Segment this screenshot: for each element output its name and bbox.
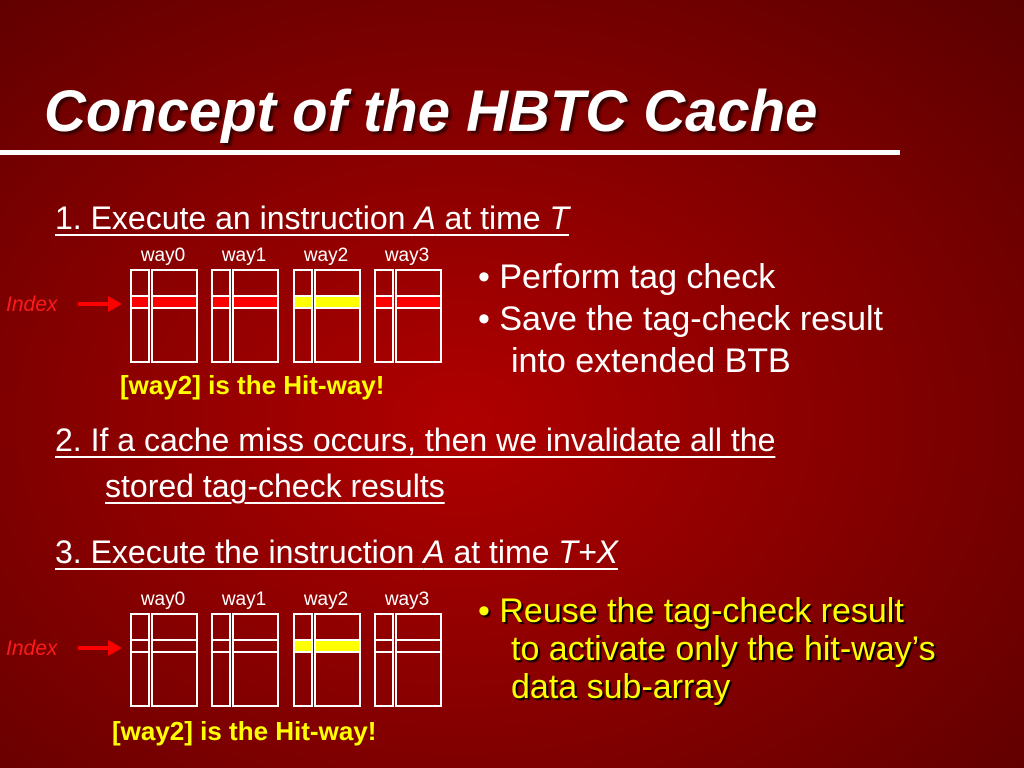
hit-way-label-1: [way2] is the Hit-way! bbox=[120, 370, 385, 400]
title-underline bbox=[0, 150, 900, 155]
tag-array bbox=[130, 269, 150, 363]
slide-title: Concept of the HBTC Cache bbox=[44, 79, 818, 144]
data-row-highlight bbox=[315, 296, 360, 308]
bullet-item: • Save the tag-check result bbox=[478, 300, 884, 338]
data-array bbox=[151, 269, 198, 363]
step-1-var: A bbox=[414, 200, 436, 236]
cache-diagram-2: Index way0 way1 way2 way3 bbox=[6, 589, 442, 707]
way-label: way1 bbox=[221, 589, 266, 610]
way-label: way2 bbox=[303, 589, 348, 610]
bullet-item: • Reuse the tag-check result bbox=[478, 592, 904, 630]
data-array bbox=[395, 269, 442, 363]
bullet-continuation: to activate only the hit-way’s bbox=[511, 630, 936, 668]
data-array bbox=[232, 269, 279, 363]
tag-row-highlight bbox=[212, 296, 230, 308]
data-array bbox=[314, 269, 361, 363]
step-3-prefix: 3. Execute the instruction bbox=[55, 534, 424, 570]
bullet-item: • Perform tag check bbox=[478, 258, 776, 296]
tag-row-highlight bbox=[294, 296, 312, 308]
step-3-time: T+X bbox=[558, 534, 618, 570]
bullet-continuation: into extended BTB bbox=[511, 342, 791, 380]
step-1-mid: at time bbox=[435, 200, 550, 236]
tag-row-highlight bbox=[375, 296, 393, 308]
index-arrow-head bbox=[108, 296, 122, 312]
tag-array bbox=[374, 269, 394, 363]
way-label: way0 bbox=[140, 589, 185, 610]
data-array bbox=[232, 613, 279, 707]
step-1-prefix: 1. Execute an instruction bbox=[55, 200, 415, 236]
tag-array bbox=[293, 269, 313, 363]
tag-row-highlight bbox=[131, 296, 149, 308]
step-2-line-2: stored tag-check results bbox=[105, 468, 445, 504]
way-label: way0 bbox=[140, 245, 185, 266]
tag-array bbox=[374, 613, 394, 707]
bullet-continuation: data sub-array bbox=[511, 668, 731, 706]
tag-array bbox=[130, 613, 150, 707]
cache-diagram-1: Index way0 way1 way2 way3 bbox=[6, 245, 442, 363]
data-array bbox=[314, 613, 361, 707]
tag-array bbox=[211, 613, 231, 707]
bullet-dot: • bbox=[478, 258, 500, 296]
step-3-var: A bbox=[423, 534, 445, 570]
way-label: way1 bbox=[221, 245, 266, 266]
step-2-line-1: 2. If a cache miss occurs, then we inval… bbox=[55, 422, 776, 458]
bullet-dot: • bbox=[478, 592, 500, 630]
way-label: way3 bbox=[384, 245, 429, 266]
hit-way-label-2: [way2] is the Hit-way! bbox=[112, 716, 377, 746]
step-3-heading: 3. Execute the instruction A at time T+X bbox=[55, 534, 618, 571]
step-1-time: T bbox=[549, 200, 570, 236]
data-array bbox=[151, 613, 198, 707]
bullet-dot: • bbox=[478, 300, 500, 338]
step-1-heading: 1. Execute an instruction A at time T bbox=[55, 200, 569, 237]
data-array bbox=[395, 613, 442, 707]
index-label: Index bbox=[6, 293, 59, 316]
tag-row-highlight bbox=[294, 640, 312, 652]
index-arrow-head bbox=[108, 640, 122, 656]
way-label: way3 bbox=[384, 589, 429, 610]
tag-array bbox=[211, 269, 231, 363]
data-row-highlight bbox=[152, 296, 197, 308]
index-label: Index bbox=[6, 637, 59, 660]
tag-array bbox=[293, 613, 313, 707]
bullet-list-1: • Perform tag check • Save the tag-check… bbox=[478, 256, 883, 382]
data-row-highlight bbox=[315, 640, 360, 652]
step-3-mid: at time bbox=[444, 534, 559, 570]
data-row-highlight bbox=[233, 296, 278, 308]
way-label: way2 bbox=[303, 245, 348, 266]
data-row-highlight bbox=[396, 296, 441, 308]
bullet-list-2: • Reuse the tag-check result to activate… bbox=[478, 592, 936, 706]
